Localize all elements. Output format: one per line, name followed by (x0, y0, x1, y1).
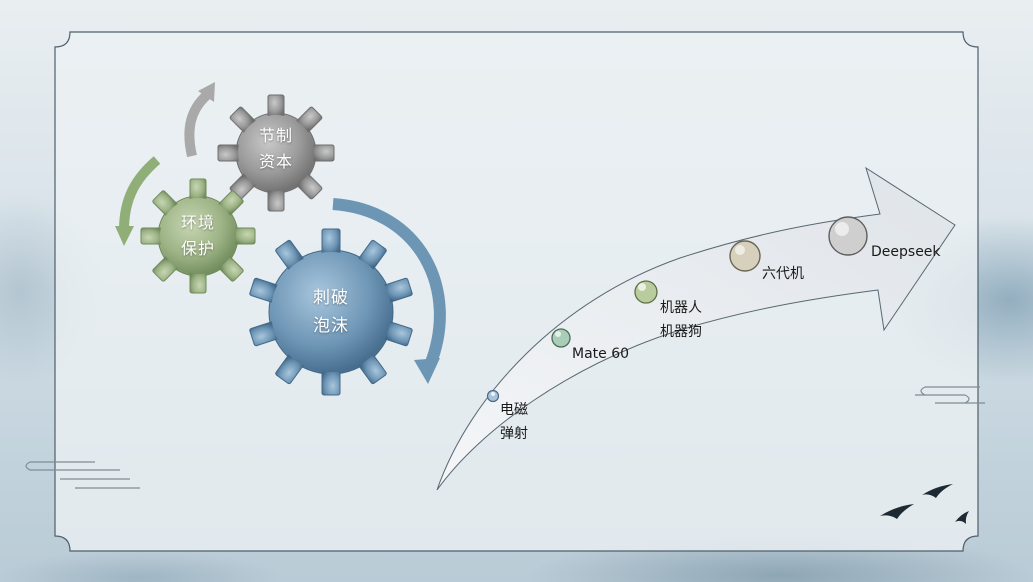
growth-arrow (436, 166, 956, 491)
gear-label-control-capital: 节制 资本 (258, 126, 293, 171)
milestone-dot-sixth-gen (729, 240, 761, 272)
cloud-swirl-right (915, 386, 985, 404)
gear-green (140, 178, 256, 294)
milestone-label-mate60: Mate 60 (572, 346, 630, 362)
gear-blue (249, 228, 413, 396)
gray-rotation-arrow (184, 91, 211, 158)
blue-rotation-arrow-head (414, 358, 440, 384)
blue-rotation-arrow (332, 198, 446, 368)
gear-gray (217, 94, 335, 212)
gear-label-bubble: 刺破 泡沫 (313, 288, 349, 336)
milestone-label-robot: 机器人 机器狗 (660, 300, 702, 340)
milestone-dot-deepseek (828, 216, 868, 256)
milestone-dot-mate60 (551, 328, 571, 348)
milestone-label-sixth-gen: 六代机 (762, 266, 804, 282)
green-rotation-arrow-head (115, 226, 134, 246)
milestone-label-railgun: 电磁 弹射 (500, 402, 528, 442)
birds (880, 484, 969, 524)
gear-label-environment: 环境 保护 (180, 213, 215, 258)
gray-rotation-arrow-head (198, 82, 215, 102)
green-rotation-arrow (119, 156, 161, 231)
cloud-swirl-left (25, 461, 140, 489)
milestone-dot-robot (634, 280, 658, 304)
milestone-dots (486, 216, 868, 403)
milestone-label-deepseek: Deepseek (871, 244, 941, 260)
